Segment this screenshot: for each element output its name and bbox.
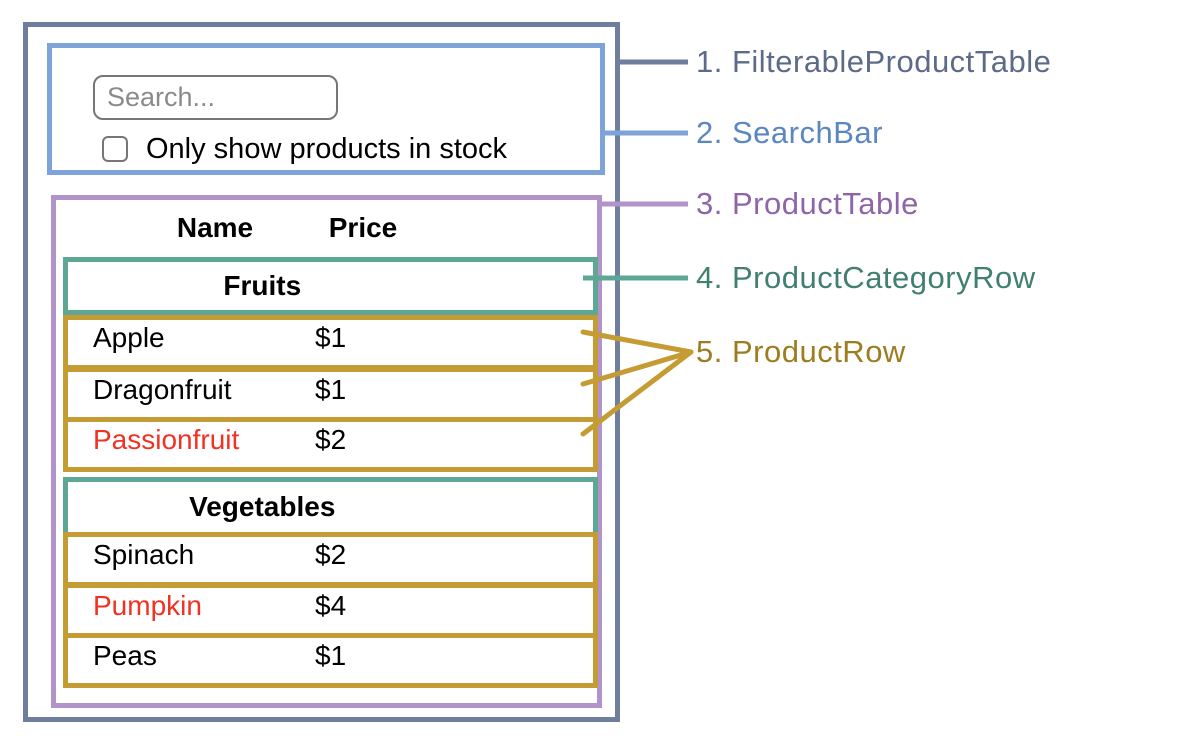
- annotation-product-category-row: 4. ProductCategoryRow: [696, 260, 1036, 295]
- category-row-fruits: Fruits: [63, 257, 598, 315]
- product-name: Peas: [93, 640, 157, 671]
- product-price: $1: [315, 374, 347, 405]
- annotation-filterable-product-table: 1. FilterableProductTable: [696, 44, 1052, 79]
- product-price: $1: [315, 322, 347, 353]
- annotation-product-table: 3. ProductTable: [696, 186, 919, 221]
- product-row: Apple $1: [63, 315, 598, 370]
- column-header-price: Price: [328, 212, 398, 243]
- product-price: $2: [315, 539, 347, 570]
- filterable-product-table-box: Only show products in stock Name Price F…: [23, 22, 620, 722]
- category-label: Vegetables: [189, 491, 336, 522]
- stock-filter-row: Only show products in stock: [102, 134, 507, 164]
- product-row: Dragonfruit $1: [63, 367, 598, 422]
- search-bar-box: Only show products in stock: [47, 43, 605, 175]
- product-name: Dragonfruit: [93, 374, 232, 405]
- product-name: Apple: [93, 322, 165, 353]
- product-price: $2: [315, 424, 347, 455]
- product-price: $4: [315, 590, 347, 621]
- product-table-box: Name Price Fruits Apple $1 Dragonfruit $…: [51, 195, 602, 708]
- product-name: Spinach: [93, 539, 195, 570]
- search-input[interactable]: [93, 75, 338, 120]
- category-row-vegetables: Vegetables: [63, 477, 598, 537]
- annotation-product-row: 5. ProductRow: [696, 334, 906, 369]
- column-header-name: Name: [176, 212, 254, 243]
- product-row: Pumpkin $4: [63, 583, 598, 638]
- product-row: Spinach $2: [63, 532, 598, 587]
- table-header-row: Name Price: [56, 208, 597, 248]
- annotation-search-bar: 2. SearchBar: [696, 115, 883, 150]
- in-stock-checkbox[interactable]: [102, 136, 128, 162]
- product-price: $1: [315, 640, 347, 671]
- product-name: Passionfruit: [93, 424, 240, 455]
- product-row: Passionfruit $2: [63, 417, 598, 472]
- product-row: Peas $1: [63, 633, 598, 688]
- product-name: Pumpkin: [93, 590, 202, 621]
- category-label: Fruits: [223, 270, 302, 301]
- in-stock-checkbox-label: Only show products in stock: [146, 133, 508, 165]
